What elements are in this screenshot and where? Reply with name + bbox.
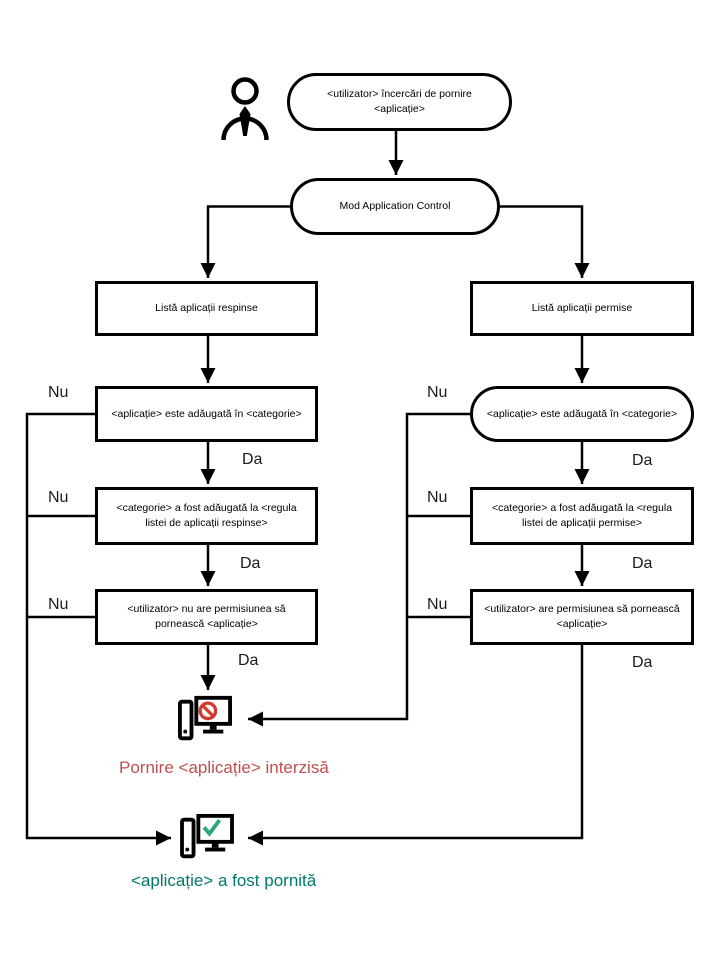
node-denied-in-category-label: <aplicație> este adăugată în <categorie> (111, 407, 302, 420)
check-mark-icon (202, 819, 222, 837)
edge-label-no: Nu (427, 384, 448, 401)
edge-label-yes: Da (240, 555, 261, 572)
started-result-label: <aplicație> a fost pornită (131, 871, 317, 890)
blocked-result-label: Pornire <aplicație> interzisă (119, 758, 329, 777)
node-mode-label: Mod Application Control (339, 200, 451, 213)
node-allowed-permission-label: <utilizator> are permisiunea să porneasc… (484, 603, 680, 630)
edge-label-yes: Da (632, 555, 653, 572)
node-denied-in-category: <aplicație> este adăugată în <categorie> (95, 386, 318, 442)
node-allowed-category-rule-label: <categorie> a fost adăugată la <regula l… (491, 502, 673, 529)
computer-blocked-icon (178, 695, 232, 741)
node-denied-category-rule: <categorie> a fost adăugată la <regula l… (95, 487, 318, 545)
edge-label-no: Nu (427, 596, 448, 613)
prohibition-sign-icon (198, 701, 218, 721)
edge-label-yes: Da (242, 451, 263, 468)
node-allowed-in-category-label: <aplicație> este adăugată în <categorie> (486, 407, 678, 420)
edge-label-no: Nu (48, 489, 69, 506)
user-icon (221, 77, 269, 141)
node-denied-permission-label: <utilizator> nu are permisiunea să porne… (127, 603, 286, 630)
node-start: <utilizator> încercări de pornire <aplic… (287, 73, 512, 131)
edge-label-yes: Da (632, 654, 653, 671)
node-denied-list-label: Listă aplicații respinse (155, 302, 258, 315)
node-denied-permission: <utilizator> nu are permisiunea să porne… (95, 589, 318, 645)
edge-label-yes: Da (238, 652, 259, 669)
node-start-line2: <aplicație> (374, 103, 425, 115)
node-denied-category-rule-label: <categorie> a fost adăugată la <regula l… (116, 502, 297, 529)
computer-started-icon (180, 813, 234, 859)
node-allowed-list: Listă aplicații permise (470, 281, 694, 336)
node-mode: Mod Application Control (290, 178, 500, 235)
edge-label-yes: Da (632, 452, 653, 469)
node-start-line1: <utilizator> încercări de pornire (327, 88, 472, 101)
node-allowed-permission: <utilizator> are permisiunea să porneasc… (470, 589, 694, 645)
edge-label-no: Nu (48, 596, 69, 613)
node-allowed-in-category: <aplicație> este adăugată în <categorie> (470, 386, 694, 442)
node-allowed-category-rule: <categorie> a fost adăugată la <regula l… (470, 487, 694, 545)
edge-label-no: Nu (48, 384, 69, 401)
node-allowed-list-label: Listă aplicații permise (531, 302, 633, 315)
node-denied-list: Listă aplicații respinse (95, 281, 318, 336)
edge-label-no: Nu (427, 489, 448, 506)
